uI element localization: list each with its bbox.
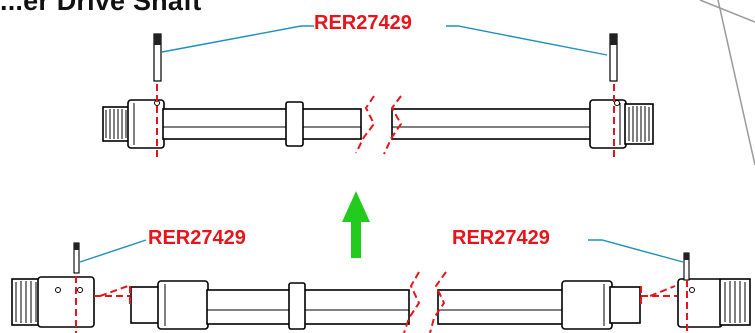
top-left-knurled-end (102, 106, 130, 142)
top-left-coupler (127, 99, 165, 149)
top-tube-left (162, 108, 362, 140)
bottom-break-line-left (403, 271, 421, 333)
diagram-title: ...er Drive Shaft (0, 0, 202, 16)
bottom-right-yoke (677, 278, 723, 328)
top-right-knurled-end (624, 103, 654, 145)
bottom-right-slide-lines (640, 285, 677, 305)
bottom-tube-right (437, 289, 565, 325)
callout-top: RER27429 (314, 12, 412, 34)
callout-bottom-left: RER27429 (148, 227, 246, 249)
bottom-tube-left (206, 289, 410, 325)
bottom-shaft-assembly (11, 239, 751, 333)
top-center-collar (285, 101, 304, 147)
frame-edge-top (699, 0, 755, 23)
top-left-leader (161, 25, 314, 53)
callout-bottom-right: RER27429 (452, 227, 550, 249)
top-tube-right (391, 108, 593, 140)
top-left-roll-pin-head (154, 34, 161, 45)
top-right-leader (446, 25, 608, 56)
bottom-left-leader (79, 239, 147, 263)
top-right-coupler (589, 99, 627, 149)
up-arrow-icon (342, 191, 370, 258)
bottom-left-slide-lines (94, 285, 131, 305)
frame-edge-diagonal (717, 0, 755, 166)
top-shaft-assembly (102, 25, 654, 157)
bottom-break-line-right (429, 271, 447, 333)
top-break-line-right (383, 95, 403, 155)
bottom-left-yoke (37, 276, 95, 328)
bottom-right-leader (588, 239, 684, 263)
bottom-right-stub (609, 286, 641, 324)
top-right-roll-pin-head (610, 34, 617, 45)
bottom-left-stub (130, 286, 162, 324)
bottom-center-collar (288, 282, 306, 330)
